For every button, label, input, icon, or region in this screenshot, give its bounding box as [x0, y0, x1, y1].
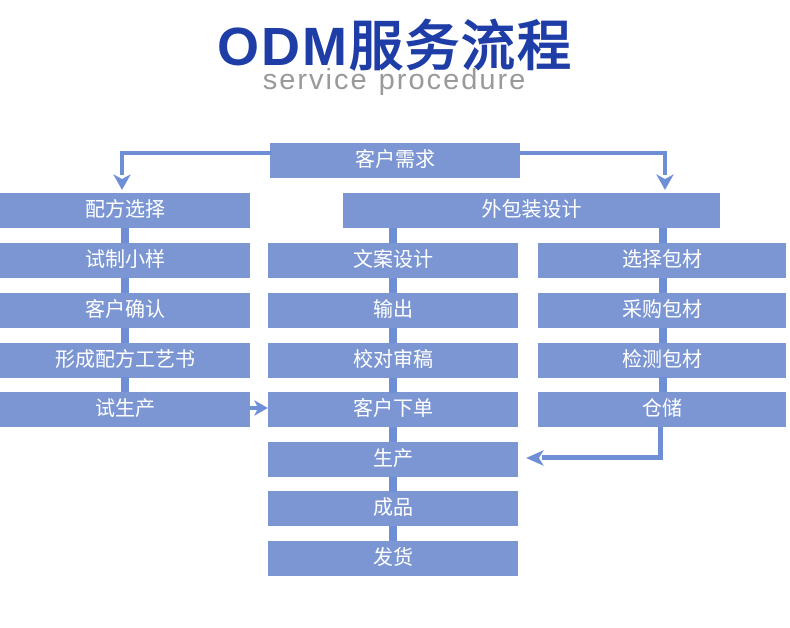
connector-left-1 [121, 228, 129, 243]
page-subtitle: service procedure [262, 64, 528, 96]
flow-box-output: 输出 [268, 293, 518, 328]
connector-top-left-vertical [120, 151, 124, 175]
connector-right-2 [659, 278, 667, 293]
arrow-down-to-formula-selection [113, 174, 131, 190]
connector-top-right-vertical [663, 151, 667, 175]
flow-box-proofreading: 校对审稿 [268, 343, 518, 378]
connector-mid-3 [389, 328, 397, 343]
flow-box-formula-selection: 配方选择 [0, 193, 250, 228]
flow-box-formula-process-book: 形成配方工艺书 [0, 343, 250, 378]
connector-right-1 [659, 228, 667, 243]
connector-mid-1 [389, 228, 397, 243]
flow-box-packaging-design: 外包装设计 [343, 193, 720, 228]
flow-box-customer-order: 客户下单 [268, 392, 518, 427]
flow-box-packaging-purchase: 采购包材 [538, 293, 786, 328]
flow-box-packaging-inspection: 检测包材 [538, 343, 786, 378]
flow-box-customer-demand: 客户需求 [270, 143, 520, 178]
connector-mid-2 [389, 278, 397, 293]
flow-box-trial-sample: 试制小样 [0, 243, 250, 278]
connector-mid-5 [389, 427, 397, 442]
connector-right-4 [659, 377, 667, 392]
flow-box-customer-confirmation: 客户确认 [0, 293, 250, 328]
arrow-down-to-packaging-design [656, 174, 674, 190]
connector-top-right-horizontal [520, 151, 667, 155]
connector-left-3 [121, 328, 129, 343]
connector-top-left-horizontal [120, 151, 272, 155]
arrow-right-to-customer-order [254, 400, 268, 416]
flow-box-production: 生产 [268, 442, 518, 477]
flow-box-copywriting-design: 文案设计 [268, 243, 518, 278]
flow-box-packaging-selection: 选择包材 [538, 243, 786, 278]
page-title: ODM服务流程 [217, 17, 573, 77]
connector-warehouse-horizontal [542, 455, 663, 460]
connector-trial-to-order [250, 406, 258, 410]
connector-mid-4 [389, 378, 397, 393]
connector-left-2 [121, 278, 129, 293]
connector-right-3 [659, 328, 667, 343]
flow-box-trial-production: 试生产 [0, 392, 250, 427]
connector-mid-6 [389, 477, 397, 492]
flow-box-shipment: 发货 [268, 541, 518, 576]
arrow-left-to-production [526, 450, 544, 466]
connector-mid-7 [389, 526, 397, 541]
connector-left-4 [121, 377, 129, 392]
flow-box-warehousing: 仓储 [538, 392, 786, 427]
connector-warehouse-down [658, 427, 663, 459]
flow-box-finished-product: 成品 [268, 491, 518, 526]
